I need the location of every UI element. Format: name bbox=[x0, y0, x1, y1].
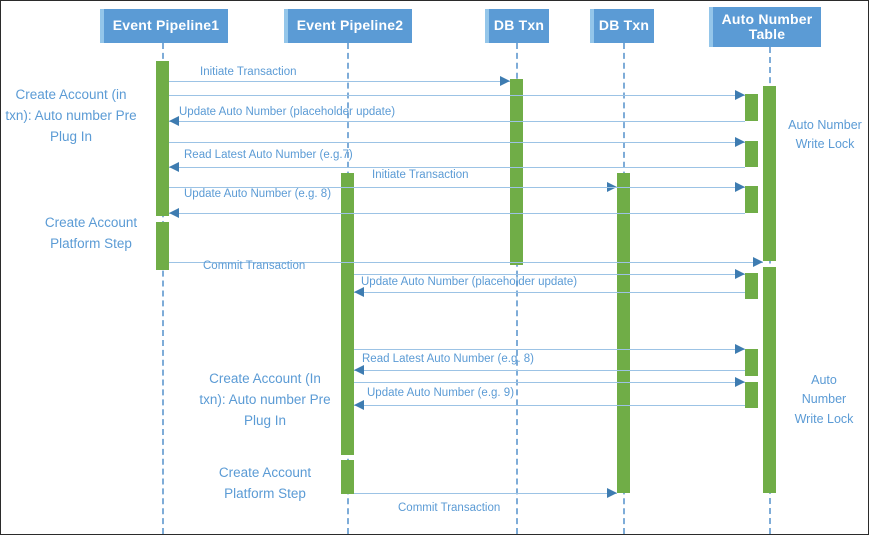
message-update-autonumber-placeholder-1-return-line bbox=[169, 121, 745, 122]
message-update-autonumber-9-return-label: Update Auto Number (e.g. 9) bbox=[367, 387, 515, 399]
ep2-activation-prepluginin bbox=[341, 173, 354, 455]
message-read-latest-autonumber-8-call-line bbox=[354, 349, 745, 350]
ant-nested-read-latest-1 bbox=[745, 141, 758, 167]
db1-activation bbox=[510, 79, 523, 265]
lifeline-db1 bbox=[516, 43, 518, 534]
message-update-autonumber-9-return-line bbox=[354, 405, 745, 406]
note-create-account-platformstep-2: Create Account Platform Step bbox=[218, 465, 312, 501]
message-update-autonumber-placeholder-1-call-arrowhead bbox=[735, 90, 745, 100]
message-update-autonumber-placeholder-2-call-line bbox=[354, 274, 745, 275]
actor-header-db2[interactable]: DB Txn bbox=[590, 9, 654, 43]
note-auto-number-write-lock-1: Auto Number Write Lock bbox=[788, 118, 862, 152]
message-initiate-transaction-1-label: Initiate Transaction bbox=[200, 66, 297, 78]
message-update-autonumber-placeholder-2-return-label: Update Auto Number (placeholder update) bbox=[361, 276, 578, 288]
message-commit-transaction-1-line bbox=[169, 262, 763, 263]
message-update-autonumber-placeholder-1-return-label: Update Auto Number (placeholder update) bbox=[179, 106, 396, 118]
message-read-latest-autonumber-7-return-arrowhead bbox=[169, 162, 179, 172]
ant-activation-lock2 bbox=[763, 267, 776, 493]
ant-nested-read-latest-2 bbox=[745, 349, 758, 376]
ant-nested-update-placeholder-1 bbox=[745, 94, 758, 121]
ep2-activation-platformstep bbox=[341, 460, 354, 494]
message-update-autonumber-placeholder-2-call-arrowhead bbox=[735, 269, 745, 279]
message-update-autonumber-8-return-label: Update Auto Number (e.g. 8) bbox=[184, 188, 332, 200]
lifeline-ep1 bbox=[162, 43, 164, 534]
message-read-latest-autonumber-7-call-arrowhead bbox=[735, 137, 745, 147]
actor-header-ep2[interactable]: Event Pipeline2 bbox=[284, 9, 412, 43]
message-update-autonumber-8-call-arrowhead bbox=[735, 182, 745, 192]
ant-nested-update-9 bbox=[745, 382, 758, 408]
note-auto-number-write-lock-2: Auto Number Write Lock bbox=[794, 373, 854, 426]
message-update-autonumber-placeholder-1-call-line bbox=[169, 95, 745, 96]
message-initiate-transaction-1-line bbox=[169, 81, 510, 82]
note-create-account-preplugin-1: Create Account (in txn): Auto number Pre… bbox=[5, 87, 137, 144]
ant-nested-update-8 bbox=[745, 186, 758, 213]
ant-nested-update-placeholder-2 bbox=[745, 273, 758, 299]
message-update-autonumber-placeholder-1-return-arrowhead bbox=[169, 116, 179, 126]
ep1-activation-prepluginin bbox=[156, 61, 169, 216]
message-read-latest-autonumber-8-return-label: Read Latest Auto Number (e.g. 8) bbox=[362, 353, 534, 365]
db2-activation bbox=[617, 173, 630, 493]
message-commit-transaction-2-arrowhead bbox=[607, 488, 617, 498]
message-update-autonumber-8-return-line bbox=[169, 213, 745, 214]
ant-activation-lock1 bbox=[763, 86, 776, 261]
actor-header-ant[interactable]: Auto Number Table bbox=[709, 7, 821, 47]
message-commit-transaction-2-label: Commit Transaction bbox=[398, 502, 501, 514]
note-create-account-preplugin-2: Create Account (In txn): Auto number Pre… bbox=[199, 371, 331, 428]
message-update-autonumber-9-call-arrowhead bbox=[735, 377, 745, 387]
message-initiate-transaction-2-label: Initiate Transaction bbox=[372, 169, 469, 181]
message-update-autonumber-9-call-line bbox=[354, 382, 745, 383]
ep1-activation-platformstep bbox=[156, 222, 169, 270]
message-commit-transaction-1-label: Commit Transaction bbox=[203, 260, 306, 272]
message-read-latest-autonumber-8-call-arrowhead bbox=[735, 344, 745, 354]
message-update-autonumber-8-return-arrowhead bbox=[169, 208, 179, 218]
message-read-latest-autonumber-7-call-line bbox=[169, 142, 745, 143]
message-read-latest-autonumber-8-return-arrowhead bbox=[354, 365, 364, 375]
message-read-latest-autonumber-7-return-label: Read Latest Auto Number (e.g.7) bbox=[184, 149, 353, 161]
message-commit-transaction-2-line bbox=[354, 493, 617, 494]
message-commit-transaction-1-arrowhead bbox=[753, 257, 763, 267]
message-update-autonumber-placeholder-2-return-line bbox=[354, 292, 745, 293]
actor-header-ep1[interactable]: Event Pipeline1 bbox=[100, 9, 228, 43]
message-read-latest-autonumber-7-return-line bbox=[169, 167, 745, 168]
message-update-autonumber-placeholder-2-return-arrowhead bbox=[354, 287, 364, 297]
message-read-latest-autonumber-8-return-line bbox=[354, 370, 745, 371]
actor-header-db1[interactable]: DB Txn bbox=[485, 9, 549, 43]
message-initiate-transaction-1-arrowhead bbox=[500, 76, 510, 86]
note-create-account-platformstep-1: Create Account Platform Step bbox=[44, 215, 138, 251]
message-update-autonumber-9-return-arrowhead bbox=[354, 400, 364, 410]
message-update-autonumber-8-call-line bbox=[169, 187, 745, 188]
